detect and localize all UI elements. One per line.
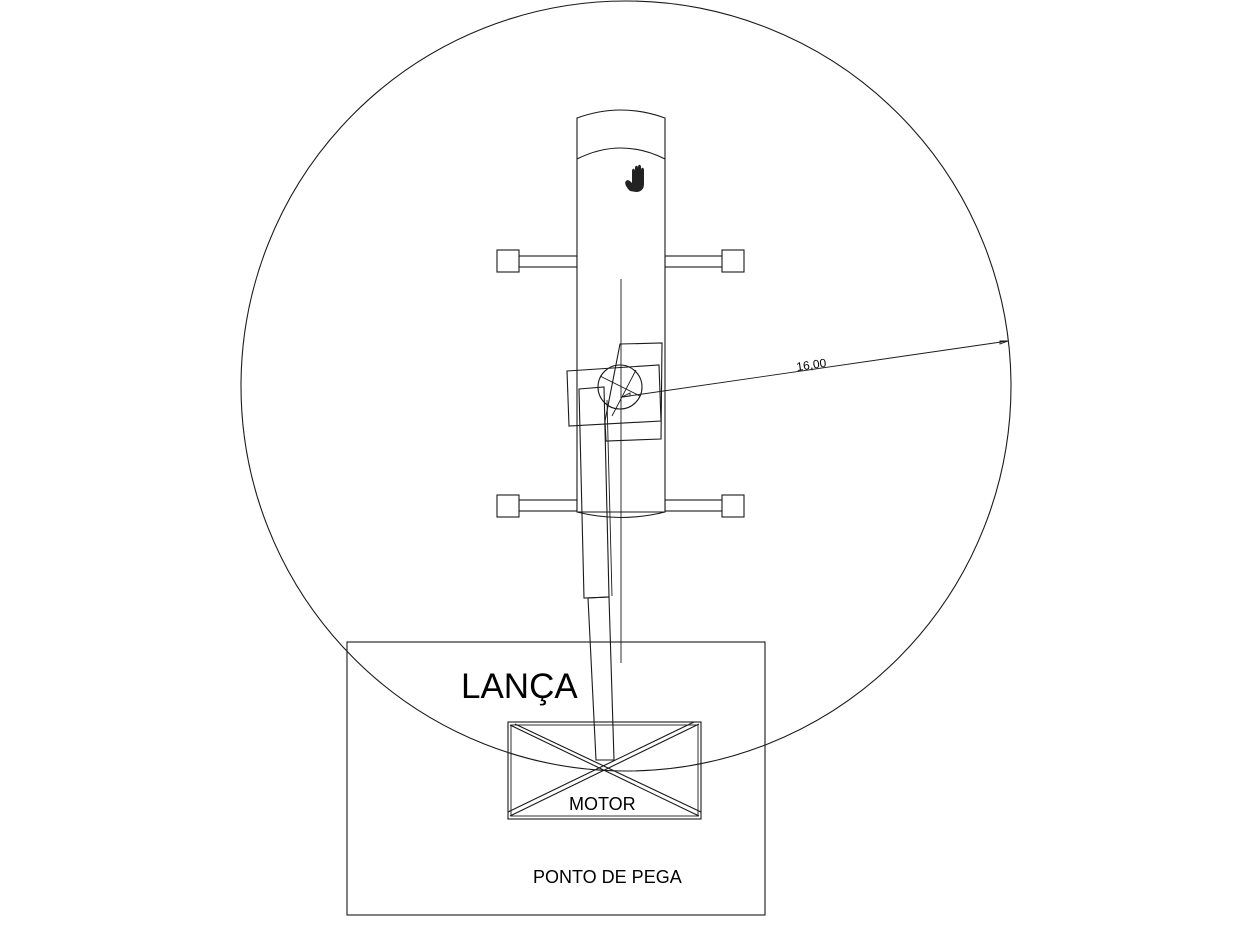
pickup-point-label: PONTO DE PEGA (533, 867, 682, 887)
boom (578, 386, 615, 761)
outrigger-front-right (664, 249, 745, 273)
outrigger-rear-left (496, 494, 578, 518)
motor-box (507, 721, 702, 820)
boom-label: LANÇA (461, 667, 578, 706)
outrigger-rear-right (664, 494, 745, 518)
radius-dimension-label: 16,00 (795, 356, 827, 374)
radius-dimension (621, 340, 1009, 398)
outrigger-front-left (496, 249, 578, 273)
pickup-area-rect (346, 641, 766, 916)
motor-label: MOTOR (569, 794, 636, 814)
working-radius-circle (240, 0, 1012, 772)
hand-icon (625, 164, 644, 192)
